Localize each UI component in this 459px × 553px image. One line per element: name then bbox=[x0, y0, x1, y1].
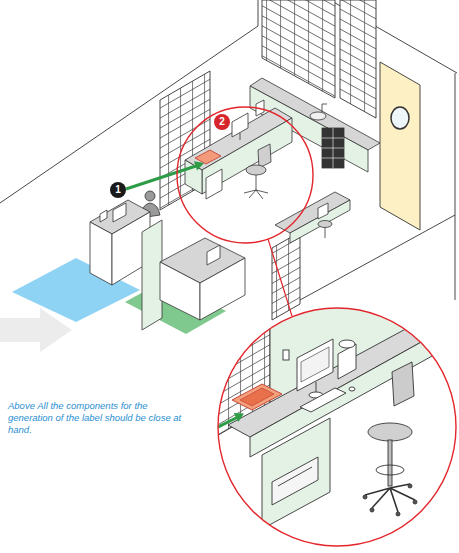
desk-chair bbox=[244, 144, 271, 199]
zoom-detail bbox=[240, 388, 274, 406]
side-desk bbox=[325, 228, 326, 238]
zoom-detail bbox=[214, 195, 459, 529]
workstation-desk bbox=[195, 150, 221, 164]
room-walls bbox=[0, 26, 258, 203]
workstation-desk bbox=[206, 169, 222, 199]
front-counter bbox=[200, 258, 245, 320]
zoom-detail bbox=[232, 384, 282, 410]
caption-text: Above All the components for the generat… bbox=[8, 400, 181, 435]
back-counter bbox=[322, 104, 327, 112]
zoom-detail bbox=[234, 413, 244, 422]
magnifier bbox=[268, 239, 292, 316]
side-desk bbox=[318, 221, 332, 228]
zoom-detail bbox=[368, 423, 412, 441]
callout-number: 1 bbox=[110, 182, 126, 198]
figure-caption: Above All the components for the generat… bbox=[8, 400, 193, 436]
zoom-detail bbox=[300, 388, 346, 412]
side-desk bbox=[290, 200, 350, 243]
zoom-detail bbox=[316, 382, 317, 393]
zoom-detail bbox=[396, 512, 400, 516]
zoom-detail bbox=[339, 340, 355, 348]
shelving bbox=[262, 0, 335, 98]
zoom-detail bbox=[413, 500, 417, 504]
workstation-desk bbox=[240, 133, 241, 140]
door bbox=[380, 62, 420, 230]
desk-chair bbox=[258, 144, 271, 168]
magnifier bbox=[177, 107, 313, 316]
shelving bbox=[160, 0, 376, 320]
callout-number: 2 bbox=[214, 114, 230, 130]
zoom-detail bbox=[408, 484, 412, 488]
front-counter bbox=[145, 191, 155, 201]
zoom-detail bbox=[392, 362, 414, 406]
zoom-detail bbox=[301, 347, 329, 382]
magnifier bbox=[177, 107, 313, 243]
callout-text: 1 bbox=[115, 185, 121, 195]
front-counter bbox=[90, 222, 112, 285]
zoom-detail bbox=[388, 440, 392, 486]
side-desk bbox=[318, 203, 328, 219]
zoom-detail bbox=[228, 305, 459, 437]
front-counter bbox=[207, 245, 220, 265]
back-counter bbox=[310, 112, 326, 120]
front-counter bbox=[113, 203, 126, 222]
shelving bbox=[272, 232, 300, 320]
zoom-detail bbox=[365, 484, 415, 512]
back-counter bbox=[322, 128, 344, 168]
back-counter bbox=[322, 128, 344, 168]
zoom-detail bbox=[214, 195, 459, 546]
front-counter bbox=[142, 220, 162, 330]
zoom-detail bbox=[338, 344, 356, 379]
door bbox=[391, 107, 409, 129]
flow-arrow bbox=[194, 161, 204, 170]
side-desk bbox=[275, 192, 350, 243]
zoom-detail bbox=[349, 387, 355, 391]
door bbox=[380, 62, 420, 230]
zoom-detail bbox=[262, 418, 330, 529]
room-walls bbox=[455, 73, 456, 300]
flow-arrow bbox=[126, 161, 204, 189]
shelving bbox=[340, 0, 376, 118]
zoom-detail bbox=[363, 495, 367, 499]
room-walls bbox=[258, 0, 259, 26]
callout-text: 2 bbox=[219, 117, 225, 127]
desk-chair bbox=[246, 165, 266, 175]
front-counter bbox=[160, 262, 200, 320]
zoom-detail bbox=[218, 308, 456, 546]
zoom-detail bbox=[376, 465, 404, 475]
zoom-detail bbox=[283, 350, 289, 360]
room-walls bbox=[300, 215, 455, 300]
zoom-detail bbox=[272, 457, 318, 505]
zoom-detail bbox=[370, 508, 374, 512]
room-walls bbox=[0, 0, 457, 300]
zoom-detail bbox=[250, 315, 459, 457]
desk-chair bbox=[244, 175, 268, 199]
zoom-detail bbox=[278, 467, 312, 486]
front-counter bbox=[90, 191, 245, 330]
front-counter bbox=[100, 210, 107, 222]
flow-arrow bbox=[126, 166, 196, 189]
zoom-detail bbox=[297, 339, 333, 391]
